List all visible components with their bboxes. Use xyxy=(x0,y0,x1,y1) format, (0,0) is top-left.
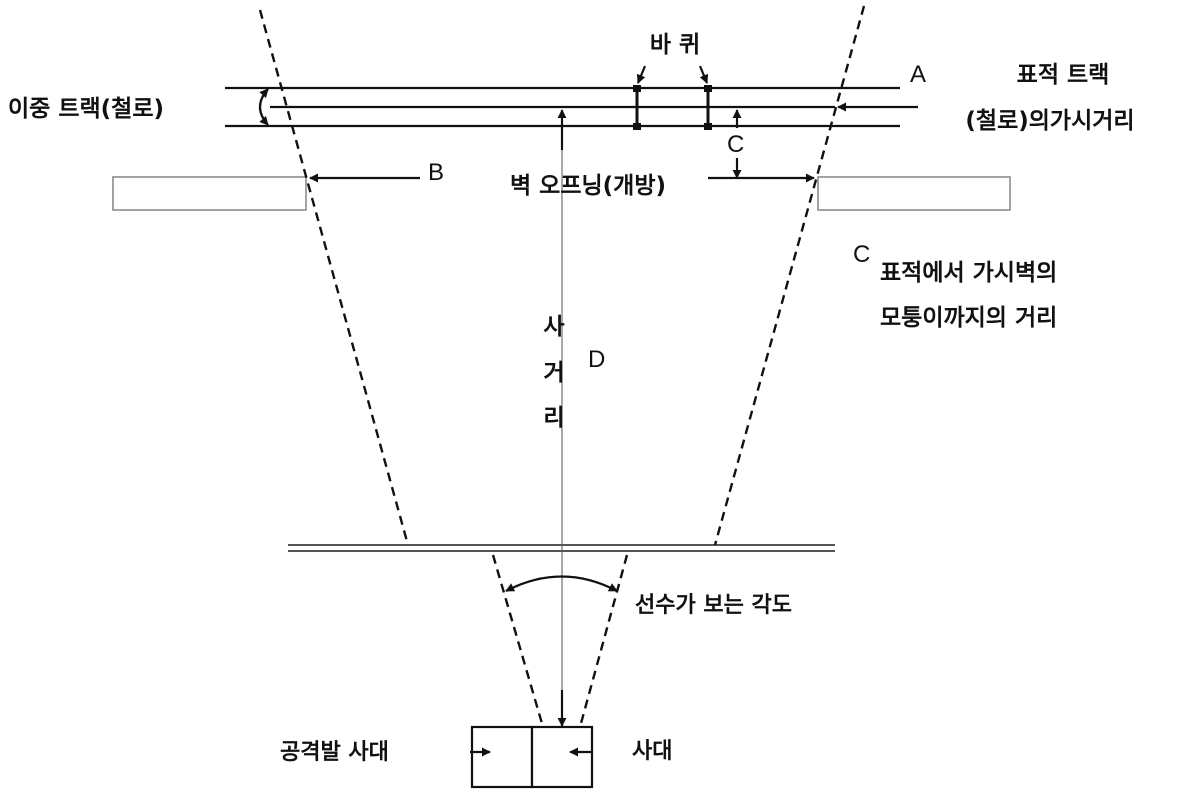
stand-label: 사대 xyxy=(632,739,672,764)
attack-stand-box xyxy=(470,725,534,789)
target-track-label-line1: 표적 트랙 xyxy=(1017,62,1110,88)
letter-c-right: C xyxy=(853,241,870,268)
wall-opening-label: 벽 오프닝(개방) xyxy=(510,173,666,199)
range-label-char3: 리 xyxy=(543,405,564,431)
letter-d: D xyxy=(588,346,605,373)
corner-distance-label-line1: 표적에서 가시벽의 xyxy=(880,260,1057,286)
wheel-bottom-left xyxy=(633,123,641,130)
viewing-angle-label: 선수가 보는 각도 xyxy=(635,593,792,618)
stand-box xyxy=(530,725,594,789)
wheel-bottom-right xyxy=(704,123,712,130)
letter-c-top: C xyxy=(727,131,744,158)
range-label-char1: 사 xyxy=(543,314,564,340)
target-track-label-line2: (철로)의가시거리 xyxy=(965,108,1134,134)
corner-distance-label-line2: 모퉁이까지의 거리 xyxy=(880,305,1057,331)
wheel-top-left xyxy=(633,85,641,92)
sight-line-left xyxy=(258,9,410,546)
double-track-label: 이중 트랙(철로) xyxy=(8,96,164,122)
wheels-label: 바 퀴 xyxy=(650,32,700,58)
attack-stand-label: 공격발 사대 xyxy=(280,740,389,765)
left-wall xyxy=(112,176,307,211)
viewing-angle-arc xyxy=(505,575,618,592)
wheel-top-right xyxy=(704,85,712,92)
view-angle-line-right xyxy=(578,554,629,728)
letter-a: A xyxy=(910,61,926,88)
double-track-arrow xyxy=(258,88,269,126)
right-wall xyxy=(817,176,1011,211)
wheel-pointer-arrow-left xyxy=(636,65,647,84)
letter-b: B xyxy=(428,159,444,186)
sight-line-right xyxy=(713,5,866,546)
wheel-pointer-arrow-right xyxy=(698,65,709,84)
range-label-char2: 거 xyxy=(543,360,564,386)
